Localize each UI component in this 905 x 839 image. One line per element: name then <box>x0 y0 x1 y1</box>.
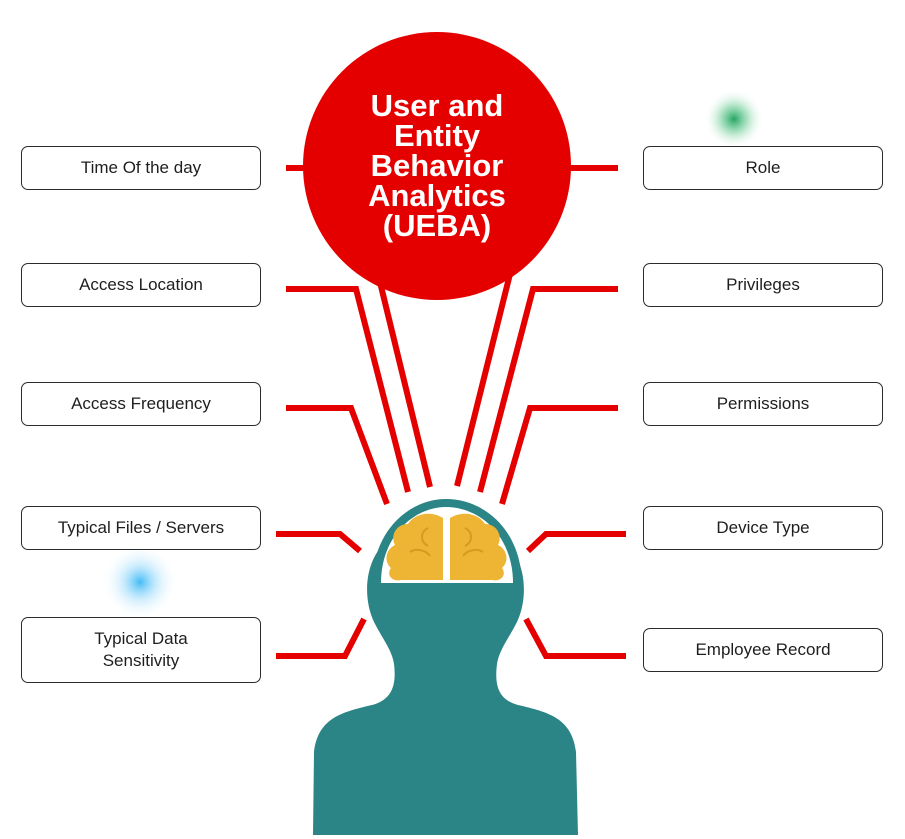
connector-lines <box>276 165 626 659</box>
factor-access-frequency: Access Frequency <box>21 382 261 426</box>
connector-frequency <box>286 405 390 506</box>
diagram-title: User and Entity Behavior Analytics (UEBA… <box>368 88 506 243</box>
factor-access-location: Access Location <box>21 263 261 307</box>
green-glow <box>704 89 764 149</box>
factor-permissions: Permissions <box>643 382 883 426</box>
blue-glow <box>102 544 178 620</box>
connector-circle-2 <box>454 261 516 487</box>
factor-typical-data-sensitivity: Typical Data Sensitivity <box>21 617 261 683</box>
factor-employee-record: Employee Record <box>643 628 883 672</box>
connector-sensitivity <box>276 617 367 659</box>
factor-privileges: Privileges <box>643 263 883 307</box>
factor-role: Role <box>643 146 883 190</box>
factor-time-of-day: Time Of the day <box>21 146 261 190</box>
connector-files <box>276 531 362 554</box>
brain-folds <box>409 527 484 557</box>
connector-location <box>286 286 411 493</box>
factor-typical-files-servers: Typical Files / Servers <box>21 506 261 550</box>
connector-device <box>525 531 626 554</box>
brain-icon <box>386 513 507 581</box>
connector-circle-1 <box>376 277 433 488</box>
connector-privileges <box>477 286 618 493</box>
connector-permissions <box>499 405 618 505</box>
title-circle <box>303 32 571 300</box>
factor-device-type: Device Type <box>643 506 883 550</box>
connector-record <box>523 617 626 659</box>
